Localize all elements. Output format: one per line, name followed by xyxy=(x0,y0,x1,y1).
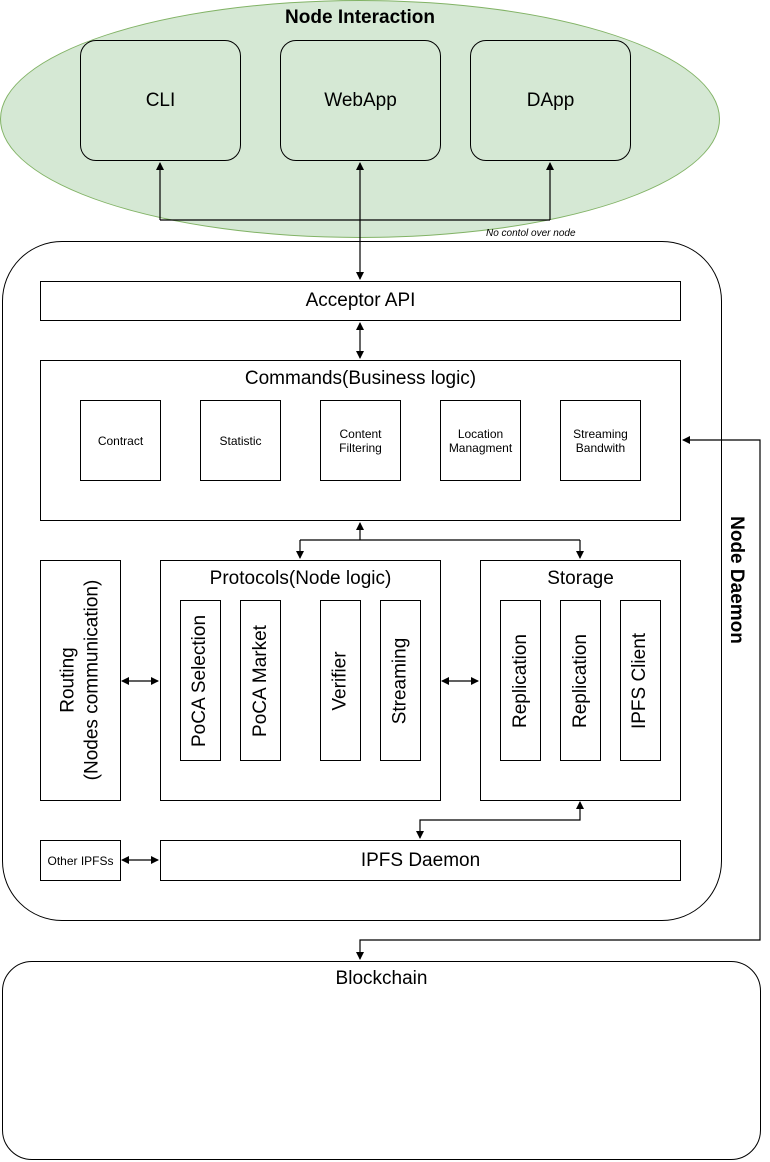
connector-commands-blockchain xyxy=(356,436,761,960)
blockchain-box xyxy=(2,961,761,1160)
protocol-poca-selection[interactable]: PoCA Selection xyxy=(180,600,221,761)
commands-title: Commands(Business logic) xyxy=(244,368,477,389)
no-control-note: No contol over node xyxy=(486,228,576,239)
node-interaction-title: Node Interaction xyxy=(285,7,435,28)
command-statistic[interactable]: Statistic xyxy=(200,400,281,481)
command-contract[interactable]: Contract xyxy=(80,400,161,481)
connector-storage-ipfs xyxy=(416,801,584,839)
protocols-title: Protocols(Node logic) xyxy=(209,568,392,589)
blockchain-title: Blockchain xyxy=(335,968,428,989)
protocol-verifier[interactable]: Verifier xyxy=(320,600,361,761)
client-cli[interactable]: CLI xyxy=(80,40,241,161)
client-webapp[interactable]: WebApp xyxy=(280,40,441,161)
protocol-poca-market[interactable]: PoCA Market xyxy=(240,600,281,761)
other-ipfss[interactable]: Other IPFSs xyxy=(40,840,121,881)
client-dapp[interactable]: DApp xyxy=(470,40,631,161)
routing-box[interactable] xyxy=(40,560,121,801)
acceptor-api[interactable]: Acceptor API xyxy=(40,281,681,321)
